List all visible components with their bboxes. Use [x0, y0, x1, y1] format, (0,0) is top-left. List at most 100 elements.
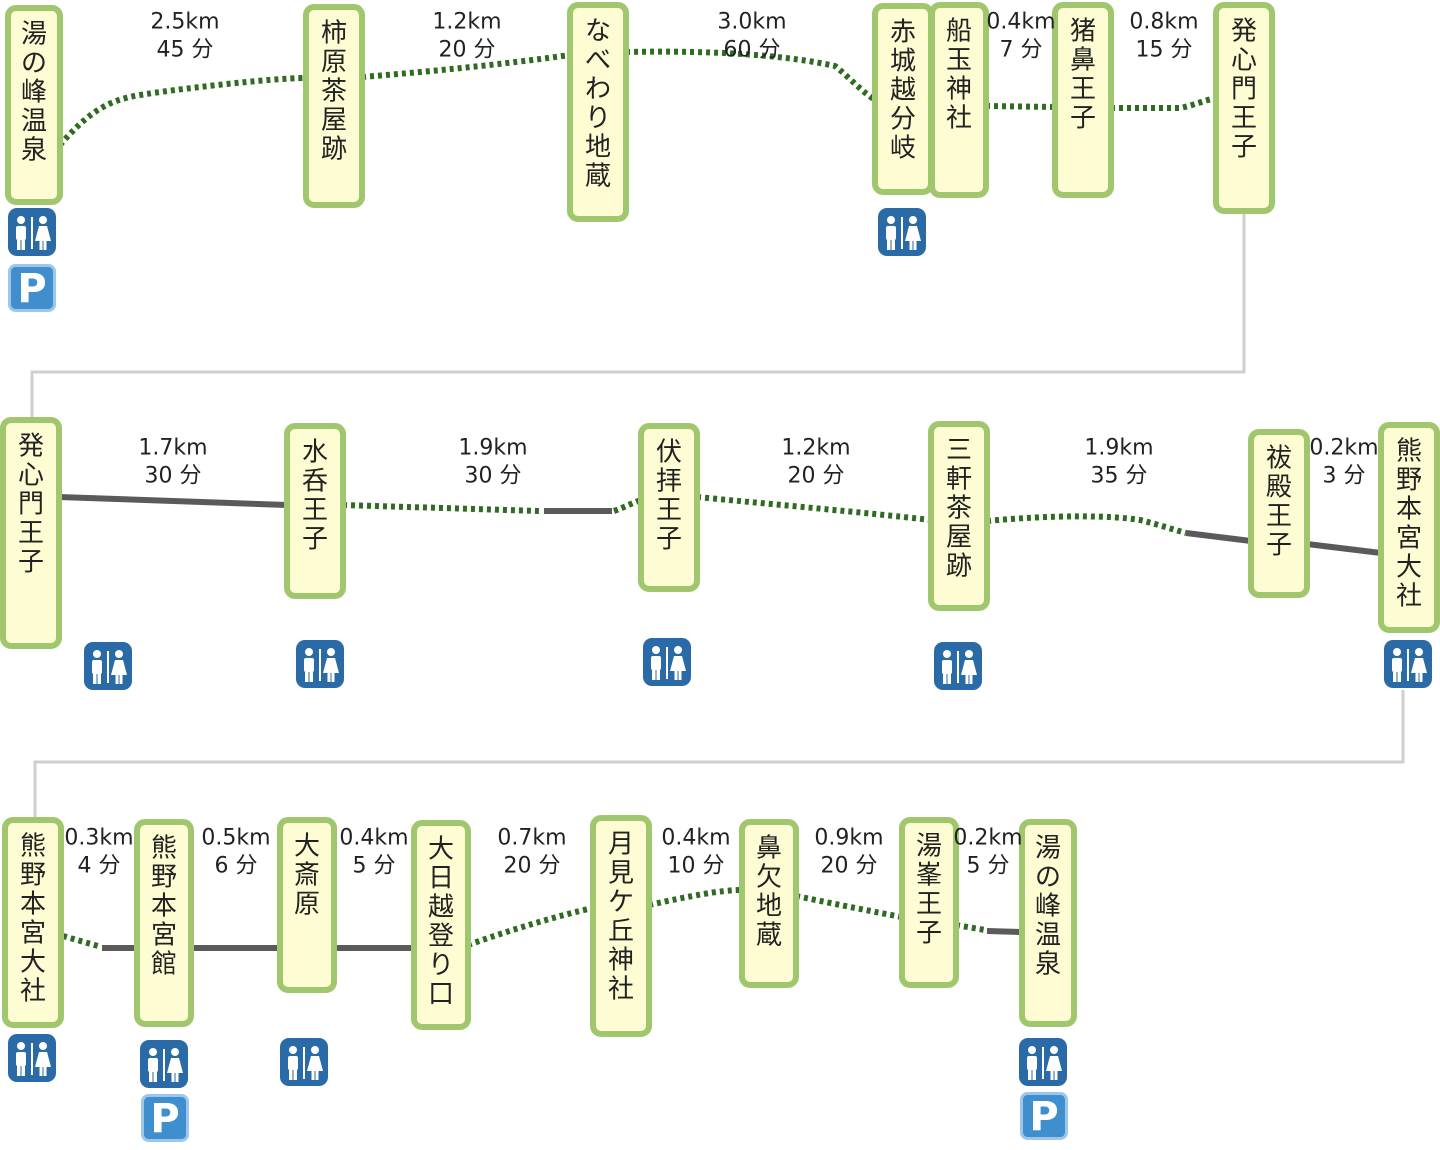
- toilet-icon: [934, 642, 982, 690]
- stop-name: 発心門王子: [18, 432, 44, 578]
- stop-marker: 湯峯王子: [899, 817, 959, 988]
- segment-time: 20 分: [439, 38, 496, 63]
- stop-name: 熊野本宮大社: [20, 832, 46, 1007]
- segment-time: 20 分: [788, 464, 845, 489]
- stop-name: 大斎原: [294, 832, 320, 920]
- trail-segment-dotted: [342, 502, 541, 514]
- segment-time: 35 分: [1091, 464, 1148, 489]
- trail-segment-dotted: [986, 513, 1187, 536]
- segment-distance: 0.5km: [201, 826, 270, 851]
- stop-marker: 柿原茶屋跡: [303, 4, 365, 208]
- stop-marker: 船玉神社: [929, 2, 989, 198]
- segment-distance: 0.3km: [64, 826, 133, 851]
- segment-distance: 1.2km: [432, 10, 501, 35]
- trail-segment-dotted: [57, 75, 307, 147]
- stop-marker: 水呑王子: [284, 423, 346, 599]
- trail-segment-dotted: [1111, 95, 1217, 111]
- stop-name: 湯峯王子: [916, 832, 942, 949]
- toilet-icon: [140, 1040, 188, 1088]
- trail-segment-dotted: [955, 922, 986, 933]
- segment-time: 7 分: [1000, 38, 1043, 63]
- stop-box: [0, 417, 62, 649]
- stop-name: 水呑王子: [302, 438, 328, 555]
- stop-marker: 湯の峰温泉: [1019, 819, 1077, 1027]
- stops: 湯の峰温泉柿原茶屋跡なべわり地蔵赤城越分岐船玉神社猪鼻王子発心門王子発心門王子水…: [0, 2, 1440, 1037]
- parking-icon: P: [141, 1094, 189, 1142]
- segment-time: 3 分: [1323, 464, 1366, 489]
- stop-box: [2, 817, 64, 1028]
- toilet-icon: [643, 638, 691, 686]
- stop-box: [1019, 819, 1077, 1027]
- segment-distance: 0.2km: [1309, 436, 1378, 461]
- toilet-icon: [8, 1034, 56, 1082]
- stop-marker: なべわり地蔵: [567, 2, 629, 222]
- stop-box: [134, 819, 194, 1027]
- stop-box: [1378, 422, 1440, 633]
- trail-segments: [57, 48, 1382, 951]
- stop-marker: 祓殿王子: [1248, 429, 1310, 598]
- parking-icon: P: [8, 264, 56, 312]
- segment-distance: 0.4km: [986, 10, 1055, 35]
- segment-time: 5 分: [353, 854, 396, 879]
- trail-segment-dotted: [612, 497, 642, 514]
- segment-time: 6 分: [215, 854, 258, 879]
- segment-distance: 0.9km: [814, 826, 883, 851]
- stop-box: [1213, 2, 1275, 214]
- trail-segment-dotted: [795, 893, 903, 920]
- stop-marker: 猪鼻王子: [1052, 2, 1114, 198]
- stop-marker: 赤城越分岐: [872, 3, 934, 195]
- stop-box: [1248, 429, 1310, 598]
- stop-name: 湯の峰温泉: [1035, 834, 1061, 980]
- stop-name: 柿原茶屋跡: [321, 19, 347, 165]
- stop-name: 猪鼻王子: [1070, 17, 1096, 134]
- stop-box: [303, 4, 365, 208]
- stop-name: 湯の峰温泉: [21, 20, 47, 166]
- trail-segment-paved: [58, 494, 288, 508]
- trail-segment-dotted: [696, 494, 932, 523]
- stop-name: 鼻欠地蔵: [756, 834, 782, 951]
- trail-segment-paved: [1185, 530, 1252, 544]
- stop-name: 船玉神社: [946, 17, 972, 134]
- stop-marker: 熊野本宮大社: [1378, 422, 1440, 633]
- stop-box: [928, 421, 990, 611]
- toilet-icon: [296, 640, 344, 688]
- toilet-icon: [84, 642, 132, 690]
- stop-marker: 発心門王子: [1213, 2, 1275, 214]
- stop-name: なべわり地蔵: [585, 17, 611, 192]
- stop-box: [899, 817, 959, 988]
- trail-segment-paved: [986, 928, 1023, 935]
- stop-marker: 鼻欠地蔵: [739, 819, 799, 988]
- stop-box: [284, 423, 346, 599]
- stop-box: [739, 819, 799, 988]
- segment-distance: 1.7km: [138, 436, 207, 461]
- stop-marker: 伏拝王子: [638, 423, 700, 592]
- stop-box: [638, 423, 700, 592]
- segment-time: 4 分: [78, 854, 121, 879]
- stop-marker: 熊野本宮大社: [2, 817, 64, 1028]
- stop-marker: 三軒茶屋跡: [928, 421, 990, 611]
- segment-distance: 1.9km: [1084, 436, 1153, 461]
- trail-segment-dotted: [648, 887, 743, 908]
- segment-distance: 1.2km: [781, 436, 850, 461]
- stop-box: [1052, 2, 1114, 198]
- segment-distance: 3.0km: [717, 10, 786, 35]
- segment-time: 60 分: [724, 38, 781, 63]
- segment-time: 5 分: [967, 854, 1010, 879]
- toilet-icon: [878, 208, 926, 256]
- trail-segment-paved: [1306, 541, 1382, 556]
- trail-segment-dotted: [625, 48, 877, 103]
- trail-segment-dotted: [62, 933, 99, 949]
- segment-distance: 1.9km: [458, 436, 527, 461]
- stop-box: [411, 820, 471, 1030]
- toilet-icon: [280, 1038, 328, 1086]
- stop-name: 三軒茶屋跡: [946, 436, 972, 582]
- segment-distance: 2.5km: [150, 10, 219, 35]
- stop-box: [929, 2, 989, 198]
- stop-name: 発心門王子: [1231, 17, 1257, 163]
- segment-distance: 0.4km: [339, 826, 408, 851]
- stop-marker: 月見ケ丘神社: [590, 815, 652, 1037]
- stop-name: 伏拝王子: [656, 438, 682, 555]
- stop-box: [277, 817, 337, 993]
